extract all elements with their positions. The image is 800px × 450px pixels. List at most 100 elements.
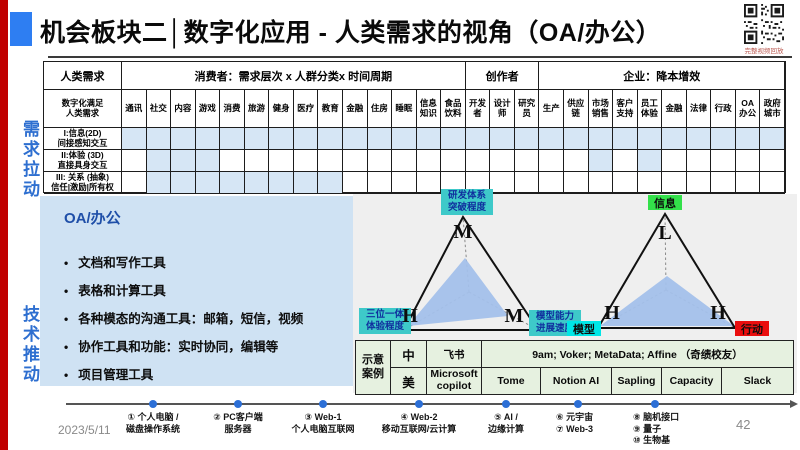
matrix-cell [269, 150, 294, 172]
matrix-cell [662, 172, 687, 194]
matrix-cell [514, 172, 540, 194]
matrix-cell [318, 128, 343, 150]
oa-panel-title: OA/办公 [64, 210, 121, 227]
matrix-cell [539, 128, 564, 150]
matrix-cell [637, 128, 663, 150]
matrix-row-label-1: II:体验 (3D) 直接具身交互 [44, 150, 122, 172]
matrix-cell [146, 172, 172, 194]
example-ms-copilot: Microsoft copilot [426, 367, 482, 395]
timeline-item-label: ④ Web-2 移动互联网/云计算 [381, 412, 457, 434]
matrix-cell [244, 150, 270, 172]
timeline-item-label: ⑤ AI / 边缘计算 [487, 412, 524, 434]
timeline-arrowhead-icon [790, 399, 798, 408]
matrix-cell [392, 150, 417, 172]
matrix-cell [539, 150, 564, 172]
matrix-cell [637, 150, 663, 172]
matrix-cell [195, 128, 221, 150]
matrix-cell [342, 150, 368, 172]
matrix-cell [342, 172, 368, 194]
oa-bullet: 协作工具和功能：实时协同，编辑等 [58, 336, 303, 355]
radar-value-model-progress: M [504, 305, 524, 327]
matrix-cell [588, 172, 614, 194]
matrix-cell [662, 128, 687, 150]
page-title: 机会板块二│数字化应用 - 人类需求的视角（OA/办公） [40, 19, 662, 47]
matrix-column-header-13: 食品 饮料 [441, 90, 466, 128]
timeline-axis [66, 403, 792, 405]
radar-value-rd: M [453, 221, 473, 243]
matrix-cell [269, 172, 294, 194]
timeline-dot [502, 400, 510, 408]
matrix-cell [318, 172, 343, 194]
oa-panel: OA/办公 文档和写作工具表格和计算工具各种模态的沟通工具：邮箱，短信，视频协作… [40, 196, 353, 386]
qr-code [744, 4, 784, 44]
matrix-group-header-0: 消费者：需求层次 x 人群分类x 时间周期 [122, 62, 466, 90]
matrix-cell [342, 128, 368, 150]
matrix-column-header-25: OA 办公 [735, 90, 761, 128]
matrix-cell [760, 150, 785, 172]
radar-value-info: L [658, 222, 672, 244]
matrix-cell [711, 172, 736, 194]
matrix-cell [735, 128, 761, 150]
radar-triangles [402, 212, 737, 331]
matrix-column-header-0: 通讯 [122, 90, 147, 128]
example-notion-ai: Notion AI [540, 367, 612, 395]
matrix-column-header-1: 社交 [146, 90, 172, 128]
matrix-cell [367, 172, 393, 194]
timeline-item-label: ② PC客户端 服务器 [213, 412, 263, 434]
matrix-cell [465, 150, 491, 172]
matrix-cell [563, 128, 589, 150]
matrix-cell [318, 150, 343, 172]
left-accent-strip [0, 0, 8, 450]
matrix-column-header-23: 法律 [686, 90, 712, 128]
matrix-corner-digital-needs: 数字化满足 人类需求 [44, 90, 122, 128]
matrix-cell [465, 128, 491, 150]
oa-bullet: 项目管理工具 [58, 364, 303, 383]
examples-row-us: 美 Microsoft copilot Tome Notion AI Sapli… [356, 367, 794, 395]
matrix-cell [416, 150, 442, 172]
matrix-cell [441, 150, 466, 172]
example-tome: Tome [481, 367, 541, 395]
side-label-demand-pull: 需求拉动 [20, 120, 39, 200]
matrix-cell [490, 150, 515, 172]
example-capacity: Capacity [661, 367, 722, 395]
matrix-cell [588, 150, 614, 172]
matrix-row-label-2: III: 关系 (抽象) 信任|激励|所有权 [44, 172, 122, 194]
matrix-cell [146, 128, 172, 150]
matrix-column-header-14: 开发 者 [465, 90, 491, 128]
matrix-cell [171, 128, 196, 150]
matrix-column-header-18: 供应 链 [563, 90, 589, 128]
matrix-column-header-22: 金融 [662, 90, 687, 128]
timeline-dot [149, 400, 157, 408]
matrix-cell [171, 172, 196, 194]
matrix-cell [760, 128, 785, 150]
example-slack: Slack [721, 367, 794, 395]
examples-table: 示意 案例 中 飞书 9am; Voker; MetaData; Affine … [355, 340, 794, 395]
matrix-group-header-2: 企业：降本增效 [539, 62, 785, 90]
matrix-cell [122, 128, 147, 150]
matrix-cell [613, 150, 638, 172]
matrix-cell [195, 172, 221, 194]
oa-bullet: 文档和写作工具 [58, 252, 303, 271]
matrix-cell [686, 172, 712, 194]
footer-date: 2023/5/11 [58, 423, 111, 437]
region-us: 美 [390, 367, 427, 395]
matrix-column-header-12: 信息 知识 [416, 90, 442, 128]
matrix-column-header-4: 消费 [220, 90, 245, 128]
matrix-cell [171, 150, 196, 172]
matrix-column-header-16: 研究 员 [514, 90, 540, 128]
matrix-cell [367, 128, 393, 150]
matrix-corner-human-needs: 人类需求 [44, 62, 122, 90]
matrix-column-header-26: 政府 城市 [760, 90, 785, 128]
chip-action: 行动 [735, 321, 769, 336]
matrix-cell [220, 172, 245, 194]
example-feishu: 飞书 [426, 340, 482, 368]
matrix-cell [490, 128, 515, 150]
examples-row-cn: 示意 案例 中 飞书 9am; Voker; MetaData; Affine … [355, 340, 794, 395]
matrix-cell [686, 150, 712, 172]
matrix-cell [563, 172, 589, 194]
matrix-cell [367, 150, 393, 172]
radar-value-experience: H [402, 305, 418, 327]
matrix-cell [490, 172, 515, 194]
matrix-column-header-17: 生产 [539, 90, 564, 128]
